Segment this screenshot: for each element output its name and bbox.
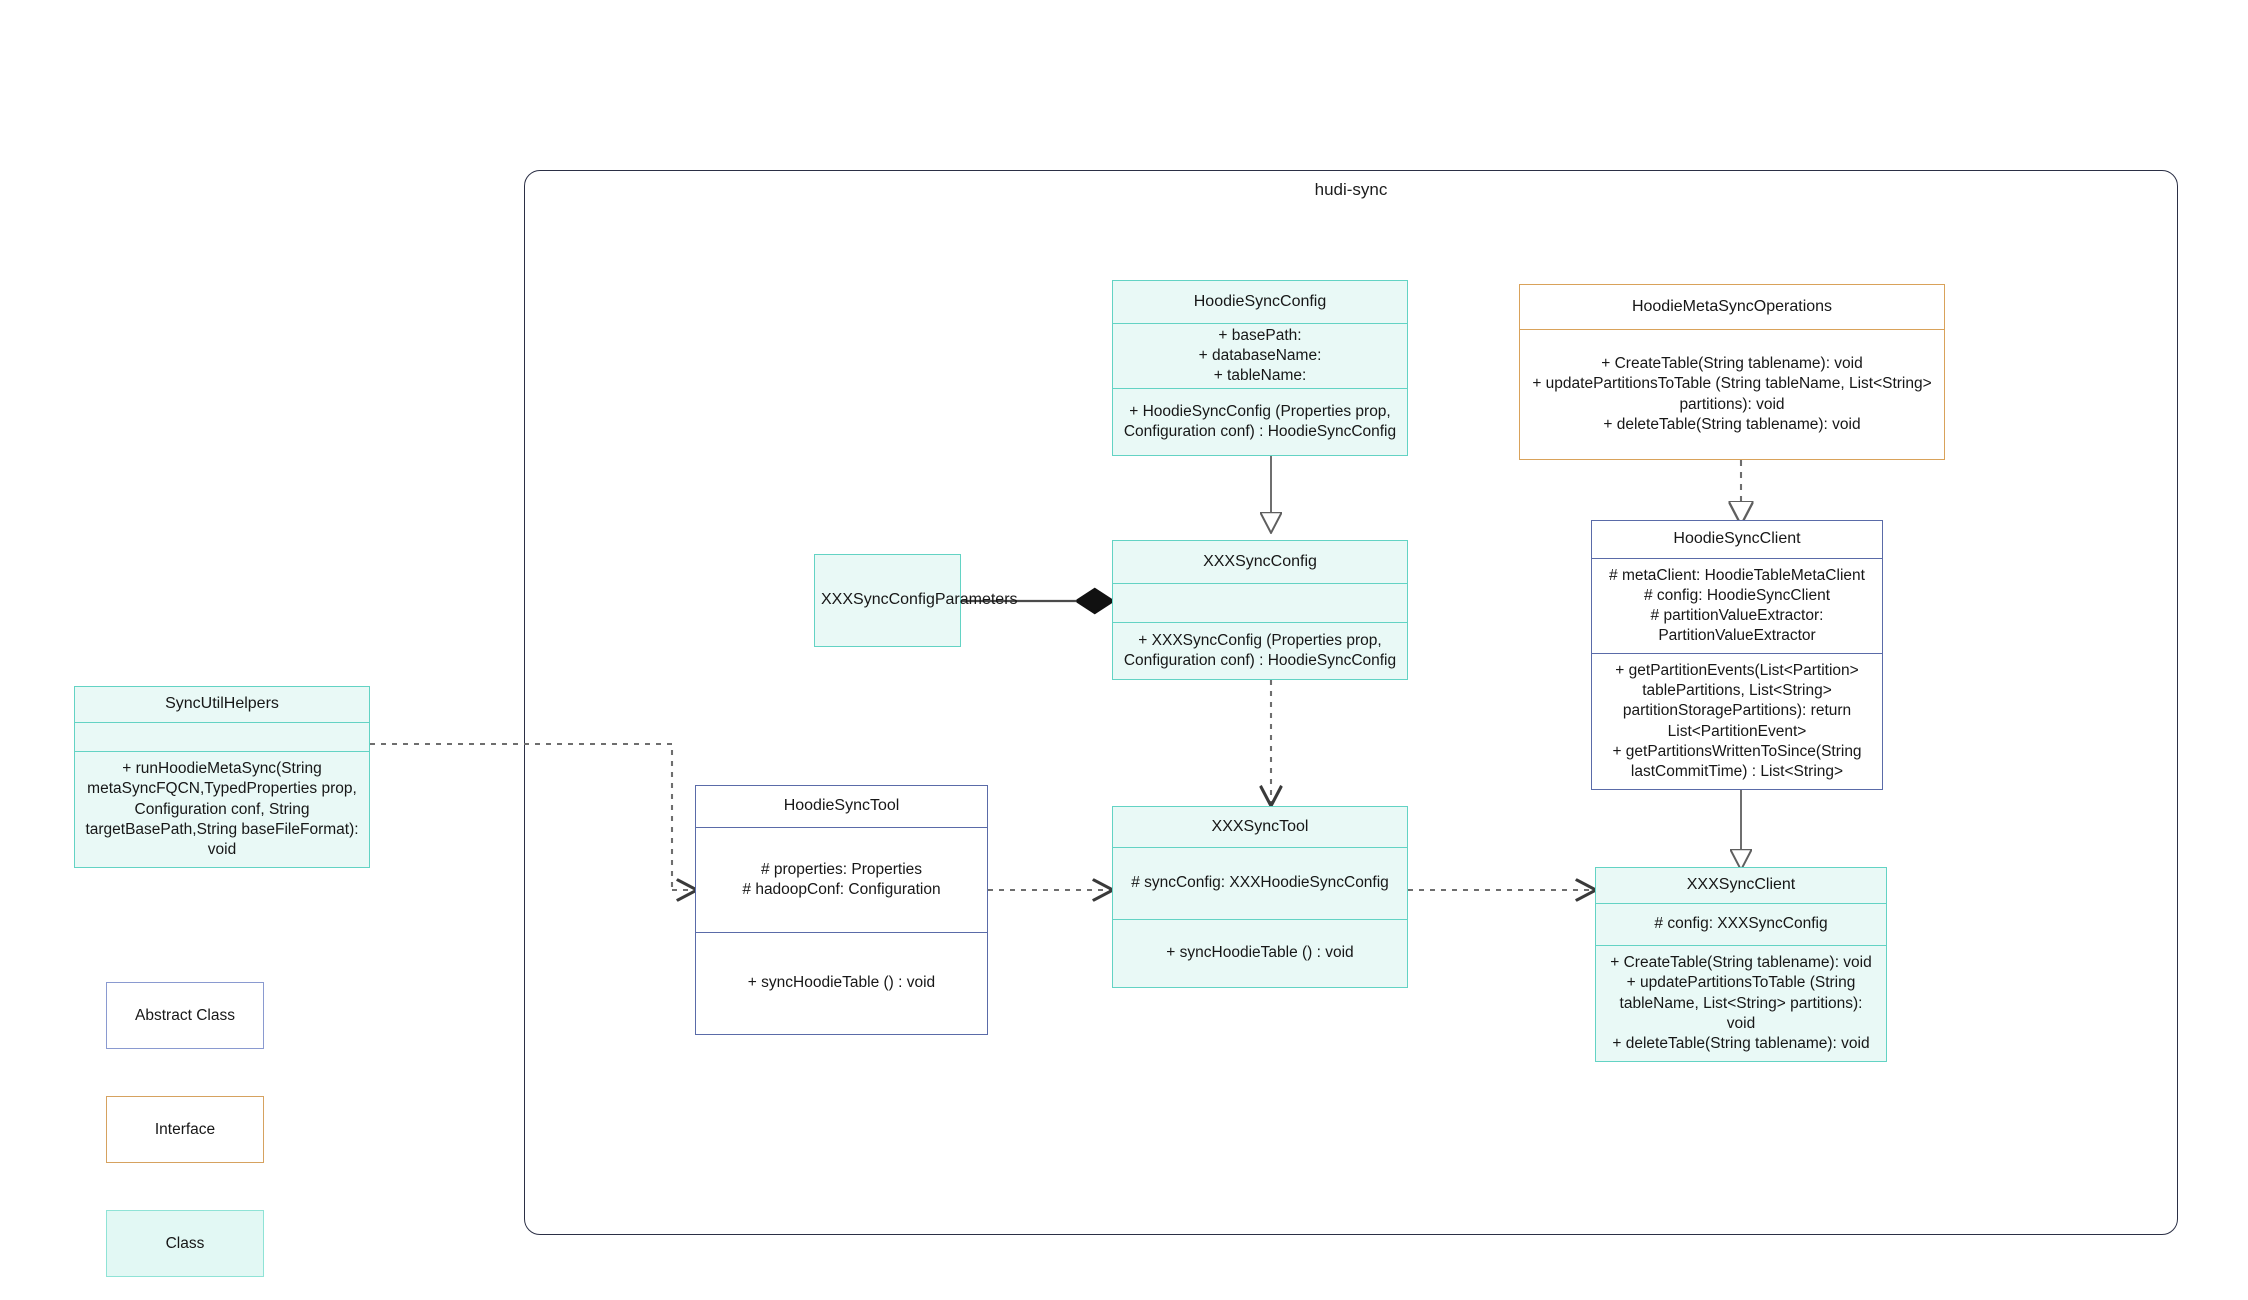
class-methods-hoodie-meta-sync-operations: + CreateTable(String tablename): void + … bbox=[1520, 329, 1944, 459]
class-name-sync-util-helpers: SyncUtilHelpers bbox=[165, 695, 279, 712]
class-methods-hoodie-sync-client: + getPartitionEvents(List<Partition> tab… bbox=[1592, 653, 1882, 789]
class-methods-hoodie-sync-tool: + syncHoodieTable () : void bbox=[696, 932, 987, 1034]
legend-class-label: Class bbox=[165, 1234, 205, 1252]
class-attributes-xxx-sync-config bbox=[1113, 583, 1407, 622]
class-name-xxx-sync-config: XXXSyncConfig bbox=[1203, 552, 1317, 570]
class-methods-xxx-sync-client: + CreateTable(String tablename): void + … bbox=[1596, 945, 1886, 1061]
legend-interface: Interface bbox=[106, 1096, 264, 1163]
class-box-xxx-sync-tool[interactable]: XXXSyncTool # syncConfig: XXXHoodieSyncC… bbox=[1112, 806, 1408, 988]
class-box-xxx-sync-client[interactable]: XXXSyncClient # config: XXXSyncConfig + … bbox=[1595, 867, 1887, 1062]
legend-abstract-class-label: Abstract Class bbox=[135, 1006, 235, 1024]
class-name-xxx-sync-client: XXXSyncClient bbox=[1686, 876, 1796, 893]
class-methods-sync-util-helpers: + runHoodieMetaSync(String metaSyncFQCN,… bbox=[75, 751, 369, 867]
class-box-hoodie-sync-tool[interactable]: HoodieSyncTool # properties: Properties … bbox=[695, 785, 988, 1035]
class-name-hoodie-sync-client: HoodieSyncClient bbox=[1673, 529, 1801, 547]
class-methods-hoodie-sync-config: + HoodieSyncConfig (Properties prop, Con… bbox=[1113, 388, 1407, 455]
class-attributes-hoodie-sync-tool: # properties: Properties # hadoopConf: C… bbox=[696, 827, 987, 932]
class-box-sync-util-helpers[interactable]: SyncUtilHelpers + runHoodieMetaSync(Stri… bbox=[74, 686, 370, 868]
class-name-xxx-sync-config-parameters: XXXSyncConfigParameters bbox=[821, 591, 1018, 609]
class-methods-xxx-sync-tool: + syncHoodieTable () : void bbox=[1113, 919, 1407, 987]
legend-class: Class bbox=[106, 1210, 264, 1277]
class-attributes-xxx-sync-client: # config: XXXSyncConfig bbox=[1596, 902, 1886, 946]
class-box-xxx-sync-config-parameters[interactable]: XXXSyncConfigParameters bbox=[814, 554, 1018, 647]
class-attributes-hoodie-sync-config: + basePath: + databaseName: + tableName: bbox=[1113, 323, 1407, 388]
class-box-hoodie-meta-sync-operations[interactable]: HoodieMetaSyncOperations + CreateTable(S… bbox=[1519, 284, 1945, 460]
class-box-hoodie-sync-client[interactable]: HoodieSyncClient # metaClient: HoodieTab… bbox=[1591, 520, 1883, 790]
class-name-hoodie-sync-tool: HoodieSyncTool bbox=[783, 797, 900, 815]
class-name-hoodie-meta-sync-operations: HoodieMetaSyncOperations bbox=[1631, 297, 1833, 315]
legend-abstract-class: Abstract Class bbox=[106, 982, 264, 1049]
class-box-xxx-sync-config[interactable]: XXXSyncConfig + XXXSyncConfig (Propertie… bbox=[1112, 540, 1408, 680]
class-attributes-sync-util-helpers bbox=[75, 721, 369, 752]
class-name-xxx-sync-tool: XXXSyncTool bbox=[1211, 817, 1309, 835]
package-hudi-sync bbox=[524, 170, 2178, 1235]
legend-interface-label: Interface bbox=[154, 1120, 216, 1138]
class-box-hoodie-sync-config[interactable]: HoodieSyncConfig + basePath: + databaseN… bbox=[1112, 280, 1408, 456]
class-attributes-hoodie-sync-client: # metaClient: HoodieTableMetaClient # co… bbox=[1592, 557, 1882, 654]
class-name-hoodie-sync-config: HoodieSyncConfig bbox=[1193, 292, 1327, 310]
class-attributes-xxx-sync-tool: # syncConfig: XXXHoodieSyncConfig bbox=[1113, 847, 1407, 919]
class-methods-xxx-sync-config: + XXXSyncConfig (Properties prop, Config… bbox=[1113, 622, 1407, 679]
package-title: hudi-sync bbox=[1314, 180, 1388, 199]
